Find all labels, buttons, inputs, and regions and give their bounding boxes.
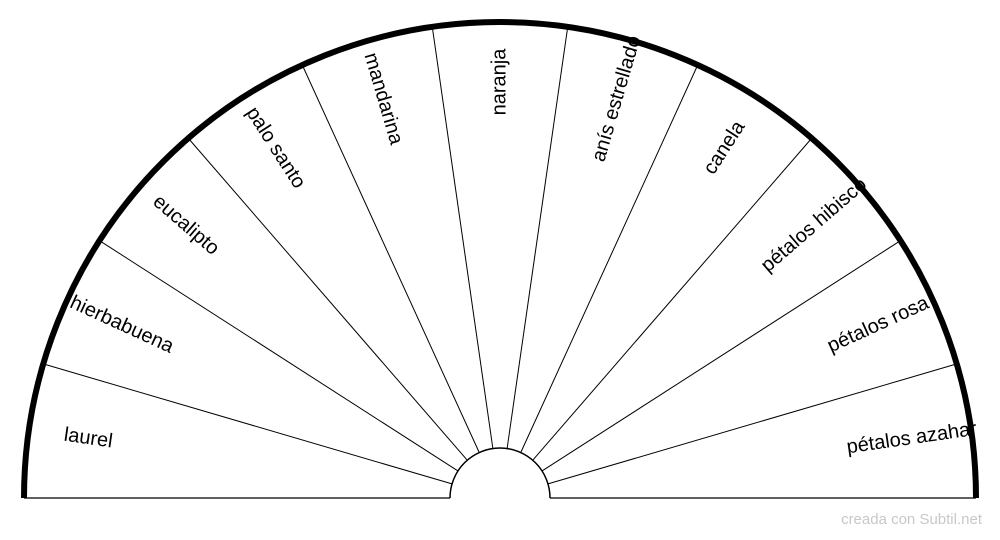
divider-line	[431, 26, 494, 449]
segment-label: palo santo	[241, 103, 309, 193]
divider-line	[301, 64, 480, 453]
center-hub	[449, 447, 551, 499]
divider-line	[506, 26, 569, 449]
segment-label: eucalipto	[149, 191, 224, 260]
segment-label: canela	[699, 116, 750, 178]
segment-label: pétalos hibisco	[757, 173, 871, 276]
segment-label: hierbabuena	[67, 291, 178, 358]
divider-lines	[43, 26, 957, 485]
outer-arc	[21, 19, 979, 499]
segment-label: pétalos azahar	[845, 418, 978, 458]
segment-label: naranja	[488, 48, 510, 116]
divider-line	[547, 363, 957, 485]
divider-line	[43, 363, 453, 485]
segment-label: anís estrellado	[588, 33, 646, 164]
divider-line	[532, 137, 813, 461]
segment-label: laurel	[63, 424, 115, 453]
divider-line	[187, 137, 468, 461]
segment-label: mandarina	[360, 50, 408, 148]
segment-label: pétalos rosa	[824, 292, 933, 358]
watermark-text: creada con Subtil.net	[841, 511, 982, 528]
divider-line	[99, 240, 459, 472]
divider-line	[520, 64, 699, 453]
divider-line	[541, 240, 901, 472]
